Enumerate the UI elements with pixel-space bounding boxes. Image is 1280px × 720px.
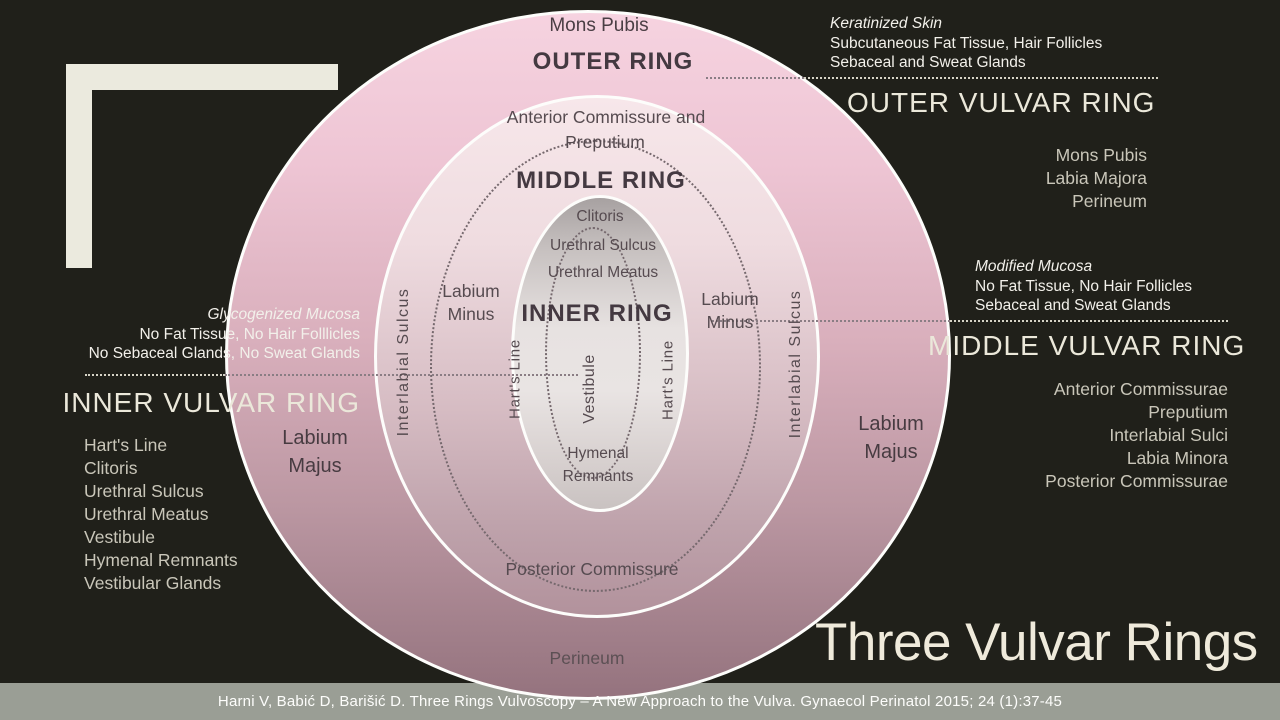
list-item: Labia Majora [1045, 168, 1147, 188]
outer-annotation-list: Mons Pubis Labia Majora Perineum [847, 144, 1147, 213]
middle-annotation-desc2: Sebaceal and Sweat Glands [975, 297, 1171, 314]
list-item: Posterior Commissurae [1045, 471, 1228, 491]
label-inner-ring: INNER RING [521, 300, 673, 327]
middle-annotation-subtitle: Modified Mucosa [975, 258, 1093, 275]
list-item: Urethral Meatus [84, 504, 209, 524]
label-posterior-commissure: Posterior Commissure [505, 559, 679, 579]
middle-annotation-title: MIDDLE VULVAR RING [928, 330, 1246, 361]
middle-annotation-list: Anterior Commissurae Preputium Interlabi… [928, 378, 1228, 493]
middle-annotation-desc1: No Fat Tissue, No Hair Follicles [975, 277, 1193, 295]
inner-annotation-title: INNER VULVAR RING [62, 387, 360, 418]
label-harts-line-right: Hart's Line [659, 339, 677, 421]
label-perineum-bottom: Perineum [549, 648, 625, 668]
list-item: Interlabial Sulci [1109, 425, 1228, 445]
dotted-boundary-ellipse-inner [545, 227, 641, 479]
dotted-boundary-ellipse-outer [430, 140, 761, 592]
label-labium-minus-left: Labium Minus [442, 280, 499, 326]
corner-bracket-horizontal [66, 64, 338, 90]
inner-annotation-subtitle: Glycogenized Mucosa [207, 306, 361, 323]
leader-line-middle-dark [950, 320, 1228, 322]
list-item: Vestibule [84, 527, 156, 547]
inner-annotation-list: Hart's Line Clitoris Urethral Sulcus Ure… [84, 434, 238, 595]
labium-majus-right-line2: Majus [864, 441, 918, 463]
labium-minus-right-line1: Labium [701, 289, 759, 309]
list-item: Urethral Sulcus [84, 481, 204, 501]
labium-minus-right-line2: Minus [706, 312, 754, 332]
list-item: Hymenal Remnants [84, 550, 238, 570]
labium-minus-left-line2: Minus [447, 304, 495, 324]
list-item: Perineum [1072, 191, 1147, 211]
label-hymenal-remnants: Hymenal Remnants [563, 442, 634, 488]
leader-line-inner-dark [85, 374, 225, 376]
leader-line-middle-pink [712, 320, 950, 322]
labium-minus-left-line1: Labium [442, 281, 500, 301]
labium-majus-left-line1: Labium [282, 427, 348, 449]
middle-annotation-description: Modified Mucosa No Fat Tissue, No Hair F… [975, 257, 1192, 316]
list-item: Vestibular Glands [84, 573, 222, 593]
list-item: Mons Pubis [1055, 145, 1147, 165]
labium-majus-right-line1: Labium [858, 413, 924, 435]
outer-annotation-title: OUTER VULVAR RING [847, 87, 1156, 118]
label-clitoris: Clitoris [576, 208, 624, 225]
label-vestibule: Vestibule [581, 354, 598, 424]
label-outer-ring: OUTER RING [532, 48, 694, 75]
leader-line-inner-pink [225, 374, 578, 376]
page-title: Three Vulvar Rings [815, 613, 1258, 672]
label-labium-majus-left: Labium Majus [282, 424, 348, 480]
list-item: Preputium [1148, 402, 1228, 422]
labium-majus-left-line2: Majus [288, 455, 342, 477]
citation-text: Harni V, Babić D, Barišić D. Three Rings… [217, 693, 1063, 710]
list-item: Labia Minora [1126, 448, 1228, 468]
outer-annotation-subtitle: Keratinized Skin [830, 15, 943, 32]
label-anterior-commissure-line1: Anterior Commissure and [506, 107, 706, 127]
label-interlabial-sulcus-right: Interlabial Sulcus [787, 289, 804, 439]
inner-annotation-desc2: No Sebaceal Glands, No Sweat Glands [88, 345, 360, 362]
label-urethral-sulcus: Urethral Sulcus [550, 237, 656, 254]
label-interlabial-sulcus-left: Interlabial Sulcus [395, 287, 412, 437]
leader-line-outer-dark [804, 77, 1158, 79]
list-item: Clitoris [84, 458, 138, 478]
label-middle-ring: MIDDLE RING [516, 167, 686, 194]
outer-annotation-description: Keratinized Skin Subcutaneous Fat Tissue… [830, 14, 1102, 73]
outer-annotation-desc1: Subcutaneous Fat Tissue, Hair Follicles [830, 34, 1103, 52]
corner-bracket-vertical [66, 64, 92, 268]
hymenal-line2: Remnants [562, 468, 634, 485]
label-harts-line-left: Hart's Line [506, 338, 524, 420]
label-labium-majus-right: Labium Majus [858, 410, 924, 466]
leader-line-outer-pink [706, 77, 804, 79]
label-mons-pubis: Mons Pubis [549, 15, 649, 36]
inner-annotation-description: Glycogenized Mucosa No Fat Tissue, No Ha… [60, 305, 360, 364]
list-item: Hart's Line [84, 435, 168, 455]
label-urethral-meatus: Urethral Meatus [547, 264, 659, 281]
inner-annotation-desc1: No Fat Tissue, No Hair Folllicles [139, 325, 360, 343]
hymenal-line1: Hymenal [567, 445, 629, 462]
label-anterior-commissure-line2: Preputium [565, 132, 645, 152]
label-labium-minus-right: Labium Minus [701, 288, 758, 334]
list-item: Anterior Commissurae [1053, 379, 1228, 399]
outer-annotation-desc2: Sebaceal and Sweat Glands [830, 54, 1026, 71]
